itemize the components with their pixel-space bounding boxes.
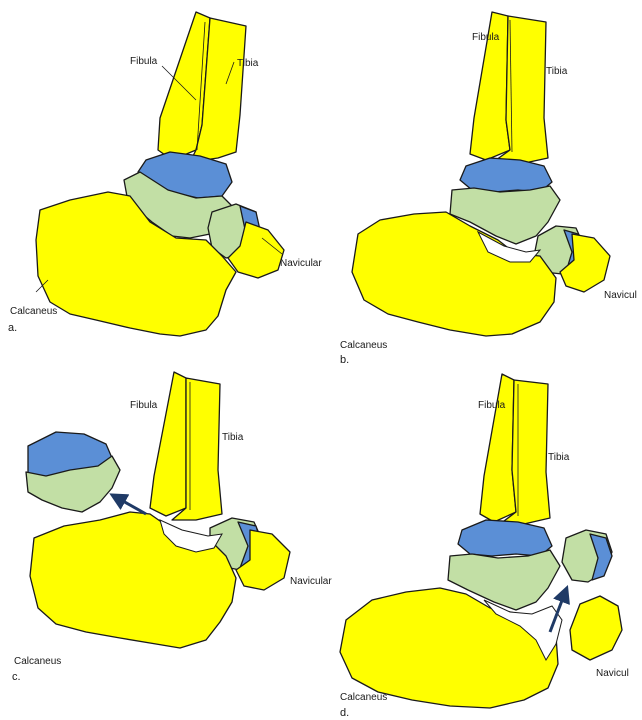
panel-b: Fibula Tibia Navicul Calcaneus b. xyxy=(340,12,637,366)
panel-a: Fibula Tibia Navicular Calcaneus a. xyxy=(8,12,322,336)
panel-d-fibula-shape xyxy=(480,374,516,522)
panel-b-talus-cartilage xyxy=(460,158,552,192)
panel-c-calcaneus-label: Calcaneus xyxy=(14,656,61,667)
panel-d-navicular-label: Navicul xyxy=(596,668,629,679)
panel-b-navicular-label: Navicul xyxy=(604,290,637,301)
panel-c-navicular-label: Navicular xyxy=(290,576,332,587)
panel-c-dislocation-arrow xyxy=(114,496,146,514)
panel-a-navicular-label: Navicular xyxy=(280,258,322,269)
panel-a-tibia-label: Tibia xyxy=(237,58,259,69)
panel-d: Fibula Tibia Navicul Calcaneus d. xyxy=(340,374,629,719)
panel-b-fibula-label: Fibula xyxy=(472,32,500,43)
panel-d-letter: d. xyxy=(340,707,349,719)
panel-d-navicular xyxy=(570,596,622,660)
panel-d-calcaneus-label: Calcaneus xyxy=(340,692,387,703)
panel-c: Fibula Tibia Navicular Calcaneus c. xyxy=(12,372,332,683)
panel-c-fibula-shape xyxy=(150,372,186,516)
panel-c-tibia-label: Tibia xyxy=(222,432,244,443)
panel-c-letter: c. xyxy=(12,671,21,683)
panel-b-calcaneus-label: Calcaneus xyxy=(340,340,387,351)
panel-d-tibia-label: Tibia xyxy=(548,452,570,463)
panel-b-letter: b. xyxy=(340,354,349,366)
panel-c-fibula-label: Fibula xyxy=(130,400,158,411)
panel-b-tibia-label: Tibia xyxy=(546,66,568,77)
panel-c-calcaneus xyxy=(30,512,236,648)
panel-a-calcaneus-label: Calcaneus xyxy=(10,306,57,317)
panel-a-fibula-label: Fibula xyxy=(130,56,158,67)
panel-d-fibula-label: Fibula xyxy=(478,400,506,411)
panel-a-letter: a. xyxy=(8,322,17,334)
panel-d-talus-cartilage xyxy=(458,520,552,556)
